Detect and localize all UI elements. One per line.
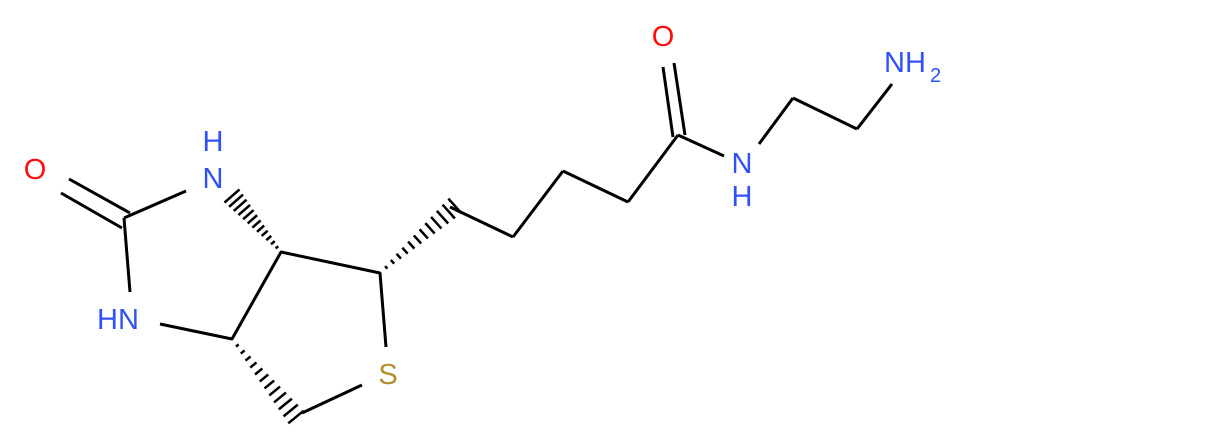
wedge-c4-ca-hash bbox=[378, 271, 382, 275]
wedge-c3a-n1-hash bbox=[256, 224, 265, 233]
wedge-c4-ca-hash bbox=[395, 252, 402, 260]
wedge-c4-ca-hash bbox=[441, 203, 456, 220]
bond-c2-o-2 bbox=[60, 191, 123, 230]
bond-namide-ce bbox=[757, 97, 795, 145]
wedge-c4-ca-hash bbox=[384, 265, 389, 270]
wedge-c6a-c6-hash bbox=[254, 367, 264, 376]
atom-n1: N bbox=[203, 163, 224, 195]
atom-sulfur: S bbox=[378, 359, 397, 391]
wedge-c3a-n1-hash bbox=[260, 229, 269, 237]
wedge-c6a-c6-hash bbox=[230, 337, 234, 341]
wedge-c4-ca-hash bbox=[418, 228, 429, 240]
wedge-c4-ca-hash bbox=[407, 240, 416, 250]
wedge-c3a-n1-hash bbox=[274, 245, 280, 250]
bond-c6a-c3a bbox=[230, 251, 283, 340]
hashed-wedges bbox=[223, 188, 463, 425]
bond-co-1 bbox=[661, 66, 675, 138]
wedge-c6a-c6-hash bbox=[244, 355, 252, 362]
wedge-c6a-c6-hash bbox=[277, 397, 293, 411]
wedge-c3a-n1-hash bbox=[242, 209, 255, 221]
wedge-c4-ca-hash bbox=[412, 234, 423, 245]
atom-amine-n: NH bbox=[884, 47, 926, 79]
bond-c-namide bbox=[677, 133, 725, 158]
wedge-c4-ca-hash bbox=[435, 209, 450, 225]
atom-amide-oxygen: O bbox=[652, 21, 675, 53]
wedge-c6a-c6-hash bbox=[287, 409, 305, 425]
wedge-c3a-n1-hash bbox=[223, 188, 241, 204]
bond-n3-c6a bbox=[159, 322, 233, 341]
wedge-c6a-c6-hash bbox=[268, 385, 281, 397]
bond-c2-o-1 bbox=[68, 177, 131, 215]
wedge-c6a-c6-hash bbox=[239, 349, 246, 355]
wedge-c6a-c6-hash bbox=[235, 343, 240, 348]
bond-s-c6 bbox=[301, 383, 363, 415]
wedge-c3a-n1-hash bbox=[237, 203, 251, 217]
wedge-c4-ca-hash bbox=[430, 216, 443, 230]
wedge-c3a-n1-hash bbox=[265, 234, 273, 242]
bond-cf-nh2 bbox=[855, 83, 894, 130]
wedge-c3a-n1-hash bbox=[279, 250, 283, 254]
wedge-c6a-c6-hash bbox=[249, 361, 258, 369]
bond-ce-cf bbox=[792, 96, 858, 131]
bond-co-2 bbox=[672, 62, 687, 136]
wedge-c4-ca-hash bbox=[401, 246, 409, 255]
bond-cd-ccarbonyl bbox=[626, 134, 680, 203]
wedge-c4-ca-hash bbox=[424, 222, 436, 235]
wedge-c3a-n1-hash bbox=[232, 198, 248, 212]
bond-cb-cc bbox=[511, 170, 565, 238]
bond-c2-n3 bbox=[122, 217, 132, 293]
bonds bbox=[60, 62, 894, 415]
atom-n1-h: H bbox=[203, 126, 224, 158]
wedge-c3a-n1-hash bbox=[228, 193, 244, 208]
wedge-c3a-n1-hash bbox=[251, 219, 262, 229]
atom-amide-n: N bbox=[732, 148, 753, 180]
wedge-c3a-n1-hash bbox=[270, 240, 276, 246]
atom-urea-oxygen: O bbox=[24, 154, 47, 186]
wedge-c4-ca-hash bbox=[447, 197, 463, 215]
atom-n3: HN bbox=[97, 304, 139, 336]
atom-labels: O H N HN S O N H NH 2 bbox=[24, 21, 941, 391]
bond-c3a-c4 bbox=[280, 250, 381, 275]
wedge-c4-ca-hash bbox=[389, 259, 396, 265]
wedge-c3a-n1-hash bbox=[246, 214, 258, 225]
wedge-c6a-c6-hash bbox=[282, 403, 299, 418]
bond-c2-n1 bbox=[123, 189, 187, 220]
atom-amine-subscript: 2 bbox=[930, 65, 941, 87]
wedge-c6a-c6-hash bbox=[258, 373, 270, 383]
wedge-c6a-c6-hash bbox=[263, 379, 275, 390]
bond-c4-s bbox=[378, 272, 388, 348]
wedge-c6a-c6-hash bbox=[273, 391, 287, 404]
bond-cc-cd bbox=[562, 169, 629, 204]
atom-amide-h: H bbox=[732, 181, 753, 213]
